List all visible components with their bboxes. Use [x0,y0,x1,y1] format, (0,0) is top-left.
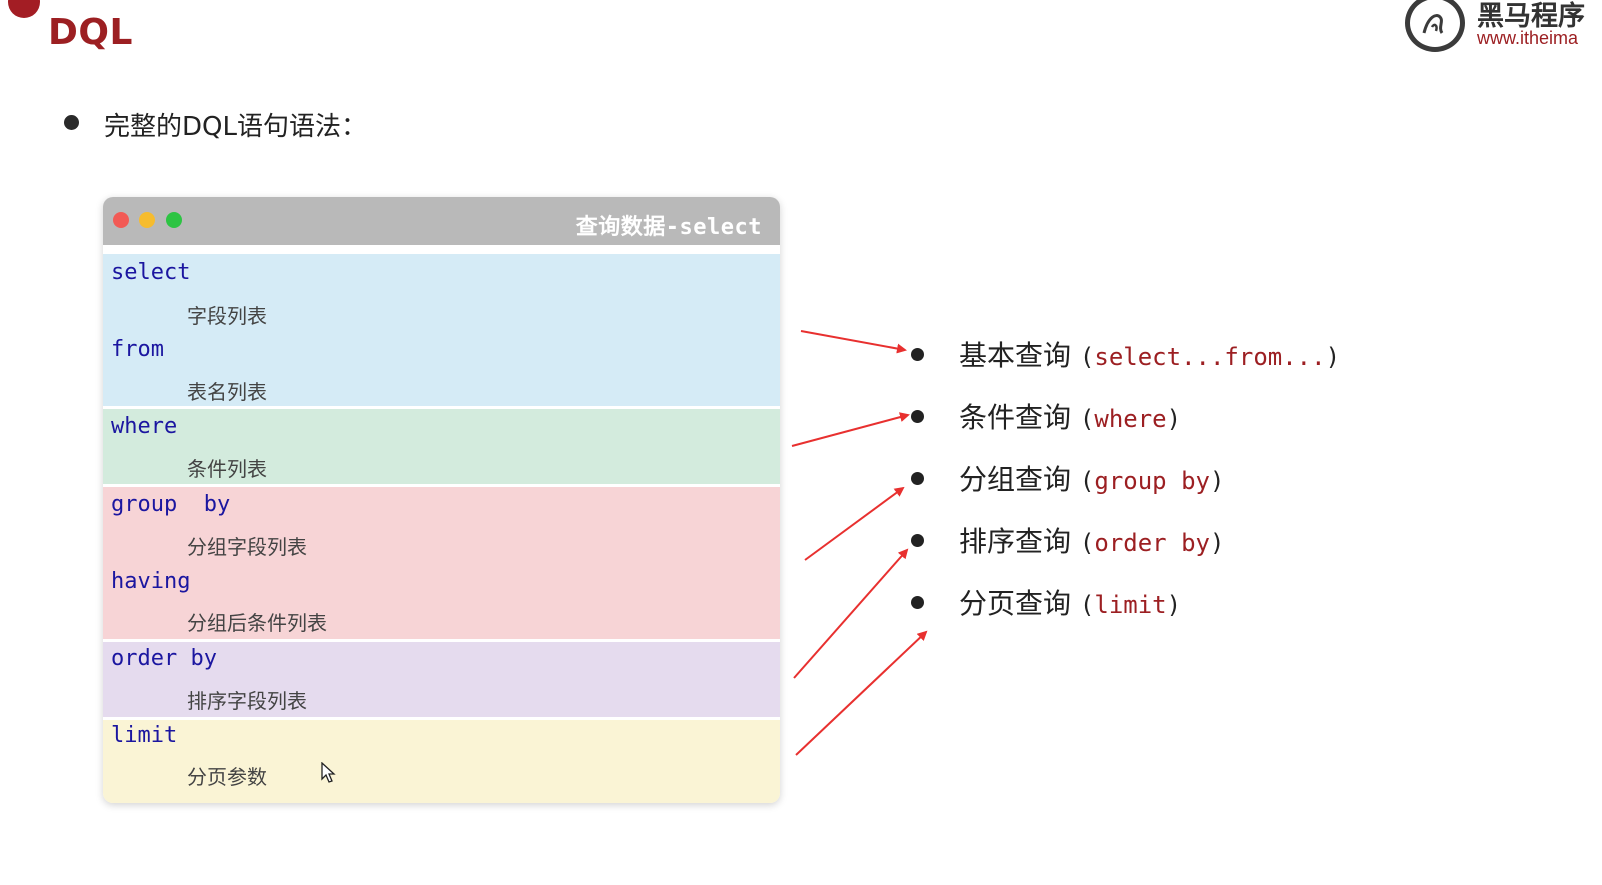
arrow-group-by [804,486,905,561]
page-title: DQL [48,12,133,53]
paren-close: ) [1166,405,1182,433]
desc-having-condition-list: 分组后条件列表 [187,611,327,635]
desc-condition-list: 条件列表 [187,457,267,481]
limit-section: limit 分页参数 [103,720,780,803]
mouse-pointer-icon [321,762,336,783]
keyword-where: where [111,414,178,439]
heading-bullet [64,115,79,130]
desc-paging-params: 分页参数 [187,765,267,789]
paren-close: ) [1209,529,1225,557]
paren-open: ( [1079,591,1095,619]
category-bullet [911,596,924,609]
category-label: 基本查询 (select...from...) [959,334,1340,374]
paren-open: ( [1079,467,1095,495]
syntax-heading: 完整的DQL语句语法： [104,112,367,142]
category-keyword: select...from... [1094,343,1326,371]
where-section: where 条件列表 [103,409,780,484]
category-keyword: limit [1094,591,1167,619]
paren-open: ( [1079,343,1095,371]
arrow-select [800,330,907,354]
category-label: 分组查询 (group by) [959,458,1224,498]
category-keyword: group by [1094,467,1210,495]
itheima-logo-icon [1405,0,1465,52]
category-title: 排序查询 [959,525,1072,558]
brand-logo: 黑马程序 www.itheima [1405,0,1602,54]
keyword-having: having [111,569,191,594]
paren-close: ) [1209,467,1225,495]
order-by-section: order by 排序字段列表 [103,642,780,717]
keyword-order-by: order by [111,646,217,671]
query-window: 查询数据-select select 字段列表 from 表名列表 where … [103,197,780,803]
paren-close: ) [1166,591,1182,619]
category-label: 条件查询 (where) [959,396,1181,436]
arrow-order-by [793,548,909,679]
category-bullet [911,472,924,485]
category-bullet [911,410,924,423]
logo-url: www.itheima [1477,28,1579,48]
category-bullet [911,348,924,361]
group-having-section: group by 分组字段列表 having 分组后条件列表 [103,487,780,639]
paren-open: ( [1079,405,1095,433]
category-title: 基本查询 [959,339,1072,372]
category-bullet [911,534,924,547]
keyword-from: from [111,337,164,362]
select-from-section: select 字段列表 from 表名列表 [103,254,780,406]
category-title: 分组查询 [959,463,1072,496]
maximize-dot-icon [166,212,182,228]
paren-open: ( [1079,529,1095,557]
desc-sort-field-list: 排序字段列表 [187,689,307,713]
category-keyword: order by [1094,529,1210,557]
window-title: 查询数据-select [575,215,762,240]
logo-name: 黑马程序 [1477,1,1585,32]
category-title: 分页查询 [959,587,1072,620]
category-label: 分页查询 (limit) [959,582,1181,622]
window-titlebar: 查询数据-select [103,197,780,245]
minimize-dot-icon [139,212,155,228]
category-title: 条件查询 [959,401,1072,434]
arrow-where [791,412,910,447]
keyword-group-by: group by [111,492,231,517]
category-label: 排序查询 (order by) [959,520,1224,560]
title-decoration-dot [8,0,40,18]
paren-close: ) [1325,343,1341,371]
arrow-limit [795,630,928,756]
desc-field-list: 字段列表 [187,304,267,328]
keyword-limit: limit [111,723,178,748]
keyword-select: select [111,260,191,285]
desc-group-field-list: 分组字段列表 [187,535,307,559]
category-keyword: where [1094,405,1167,433]
close-dot-icon [113,212,129,228]
desc-table-list: 表名列表 [187,380,267,404]
